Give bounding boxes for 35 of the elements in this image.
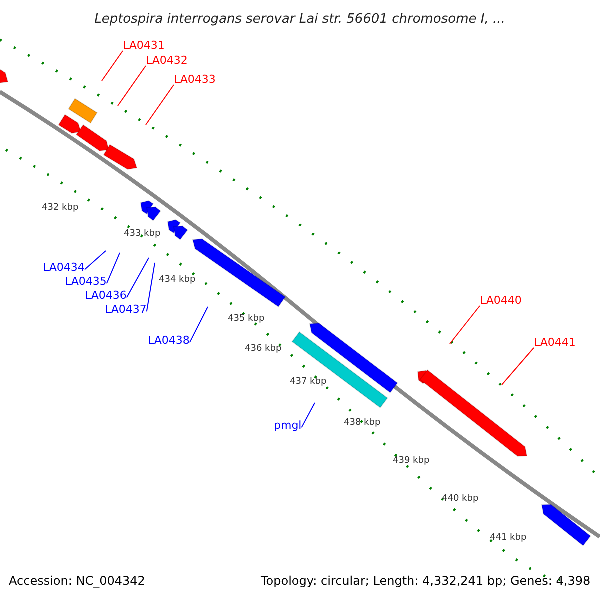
position-label: 432 kbp [42, 204, 79, 213]
leader-line [106, 252, 120, 284]
leader-line [502, 348, 534, 386]
leader-line [146, 84, 174, 126]
position-label: 441 kbp [490, 534, 527, 543]
gene-label: LA0434 [43, 261, 85, 274]
leader-line [189, 306, 208, 344]
footer-text: Topology: circular; Length: 4,332,241 bp; Genes: 4,398 [261, 575, 591, 587]
gene-label: LA0431 [123, 39, 165, 52]
gene-label: LA0438 [148, 334, 190, 347]
gene-label: LA0433 [174, 73, 216, 86]
gene-label: LA0440 [480, 294, 522, 307]
footer-text: Accession: NC_004342 [9, 575, 146, 587]
position-label: 435 kbp [228, 315, 265, 324]
gene-label: LA0432 [146, 54, 188, 67]
gene-label: LA0437 [105, 303, 147, 316]
leader-line [301, 402, 316, 428]
position-label: 440 kbp [442, 495, 479, 504]
gene-label: LA0441 [534, 336, 576, 349]
position-label: 438 kbp [344, 419, 381, 428]
position-label: 439 kbp [393, 457, 430, 466]
position-label: 434 kbp [159, 276, 196, 285]
gene-label: LA0435 [65, 275, 107, 288]
leader-line [146, 262, 156, 312]
leader-line [450, 306, 480, 344]
position-label: 436 kbp [245, 345, 282, 354]
leader-line [84, 250, 106, 270]
leader-line [118, 66, 146, 106]
leader-line [102, 50, 124, 82]
position-label: 437 kbp [290, 378, 327, 387]
map-title: Leptospira interrogans serovar Lai str. 56601 chromosome I, ... [94, 11, 506, 29]
gene-label: pmgl [274, 419, 302, 432]
gene-label: LA0436 [85, 289, 127, 302]
leader-line [126, 258, 150, 298]
position-label: 433 kbp [124, 230, 161, 239]
